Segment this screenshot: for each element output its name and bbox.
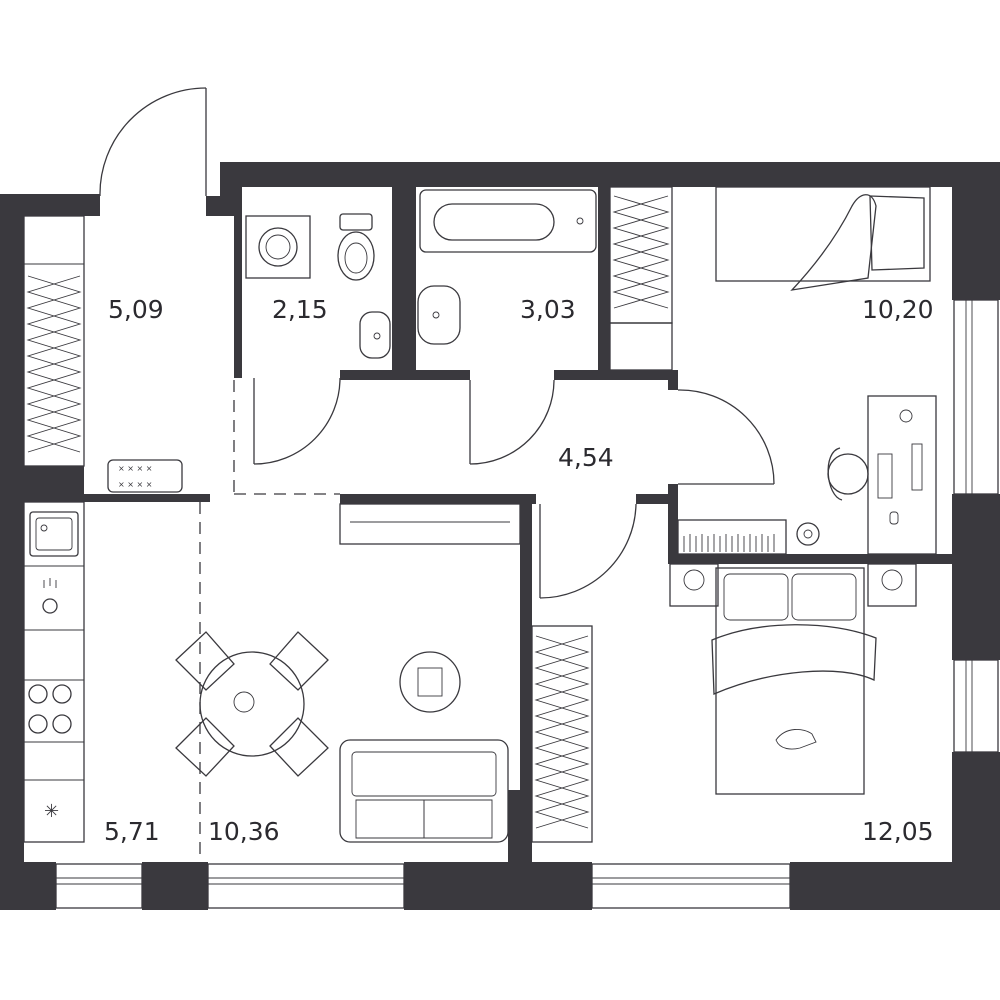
tv-stand	[339, 503, 521, 545]
area-labels: 5,09 2,15 3,03 4,54 10,20 5,71 10,36 12,…	[104, 295, 934, 846]
svg-text:× × × ×: × × × ×	[118, 480, 152, 489]
wc-sink	[359, 311, 391, 359]
washing-machine	[245, 215, 311, 279]
kitchen-sink	[29, 511, 79, 557]
toilet	[337, 213, 375, 281]
large-bedroom-wardrobe	[531, 625, 593, 843]
ball	[796, 522, 820, 546]
bathtub	[419, 189, 597, 253]
single-bed	[715, 186, 931, 291]
area-label-bathroom: 3,03	[520, 295, 576, 324]
desk-chair	[827, 447, 869, 501]
bookshelf	[677, 519, 787, 555]
dining-table	[175, 631, 329, 777]
hallway-wardrobe	[23, 215, 85, 467]
area-label-living-room: 10,36	[208, 817, 280, 846]
svg-text:× × × ×: × × × ×	[118, 464, 152, 473]
windows	[55, 299, 999, 909]
double-bed	[711, 567, 877, 795]
small-bedroom-wardrobe	[609, 186, 673, 371]
walls	[0, 162, 1000, 910]
area-label-bedroom-small: 10,20	[862, 295, 934, 324]
area-label-corridor: 4,54	[558, 443, 614, 472]
stove	[28, 684, 72, 734]
kitchen-counter	[23, 501, 85, 843]
svg-text:✳: ✳	[44, 801, 59, 822]
zone-borders	[199, 380, 340, 862]
doors	[99, 87, 775, 599]
area-label-kitchen: 5,71	[104, 817, 160, 846]
area-label-hallway: 5,09	[108, 295, 164, 324]
desk	[867, 395, 937, 555]
nightstands	[669, 563, 917, 607]
area-label-bedroom-large: 12,05	[862, 817, 934, 846]
bathroom-sink	[417, 285, 461, 345]
area-label-wc: 2,15	[272, 295, 328, 324]
coffee-table	[399, 651, 461, 713]
coffee-machine	[42, 578, 58, 614]
sofa	[339, 739, 509, 843]
door-mat: × × × × × × × ×	[107, 459, 183, 493]
